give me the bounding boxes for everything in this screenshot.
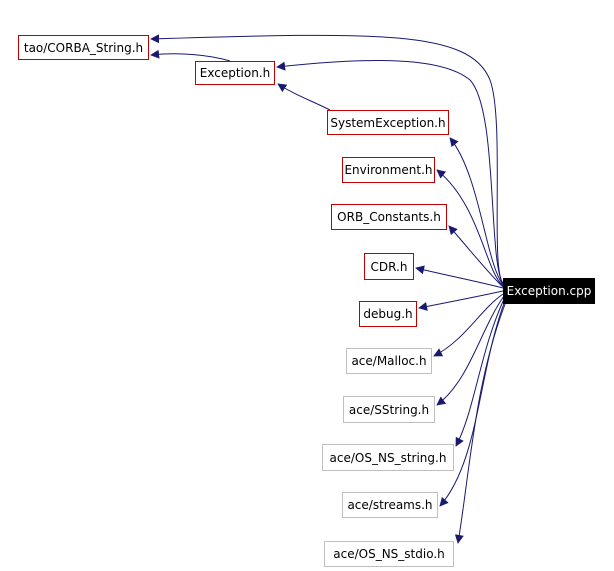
edge-cpp-to-systemexception: [449, 137, 504, 286]
edge-cpp-to-malloc: [433, 293, 504, 357]
edge-cpp-to-exception-h: [276, 59, 504, 285]
node-ace-sstring-h[interactable]: ace/SString.h: [343, 396, 435, 423]
edge-cpp-to-orb-constants: [448, 225, 504, 288]
node-exception-cpp[interactable]: Exception.cpp: [503, 278, 595, 304]
edge-cpp-to-debug: [418, 290, 504, 311]
edge-cpp-to-os-ns-string: [455, 296, 506, 447]
edge-cpp-to-sstring: [436, 295, 505, 406]
edge-cpp-to-cdr: [415, 265, 504, 289]
node-orb-constants-h[interactable]: ORB_Constants.h: [331, 204, 447, 230]
node-ace-streams-h[interactable]: ace/streams.h: [342, 492, 438, 518]
edge-cpp-to-corba-string: [150, 34, 504, 284]
edge-cpp-to-os-ns-stdio: [454, 298, 508, 544]
node-ace-os-ns-string-h[interactable]: ace/OS_NS_string.h: [322, 444, 454, 471]
edge-systemexception-to-exception: [277, 83, 331, 111]
node-cdr-h[interactable]: CDR.h: [364, 253, 414, 280]
node-exception-h[interactable]: Exception.h: [195, 61, 275, 85]
edge-exception-to-corba-string: [150, 49, 231, 62]
node-environment-h[interactable]: Environment.h: [342, 157, 435, 183]
node-tao-corba-string-h[interactable]: tao/CORBA_String.h: [18, 35, 149, 60]
node-ace-malloc-h[interactable]: ace/Malloc.h: [346, 348, 432, 374]
edge-cpp-to-environment: [436, 169, 504, 287]
node-systemexception-h[interactable]: SystemException.h: [327, 110, 449, 135]
node-ace-os-ns-stdio-h[interactable]: ace/OS_NS_stdio.h: [324, 541, 454, 567]
node-debug-h[interactable]: debug.h: [359, 301, 417, 327]
